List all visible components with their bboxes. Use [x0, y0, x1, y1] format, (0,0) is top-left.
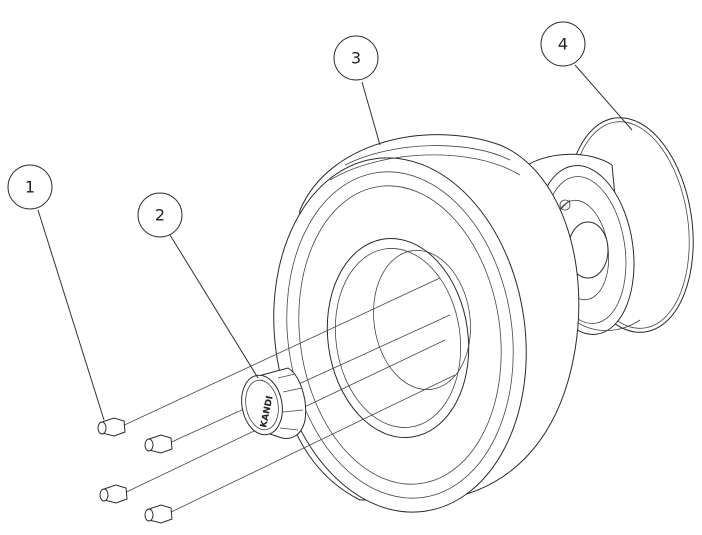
lug-nut — [144, 504, 173, 524]
callout-3-label: 3 — [351, 49, 361, 68]
callout-4-label: 4 — [558, 35, 568, 54]
callout-2-label: 2 — [155, 206, 165, 225]
lug-nuts-part — [97, 417, 173, 524]
callout-3-circle — [333, 35, 379, 81]
callout-1-label: 1 — [25, 178, 35, 197]
callout-4: 4 — [540, 21, 633, 131]
callout-4-circle — [540, 21, 586, 67]
callout-2-circle — [137, 192, 183, 238]
callout-1: 1 — [7, 164, 105, 421]
center-cap-part: KANDI — [241, 367, 307, 439]
callout-2: 2 — [137, 192, 259, 379]
lug-nut — [144, 434, 173, 454]
lug-nut — [97, 417, 126, 437]
lug-nut — [99, 484, 128, 504]
tire-part — [273, 134, 580, 513]
callout-3: 3 — [333, 35, 381, 146]
callout-1-circle — [7, 164, 53, 210]
